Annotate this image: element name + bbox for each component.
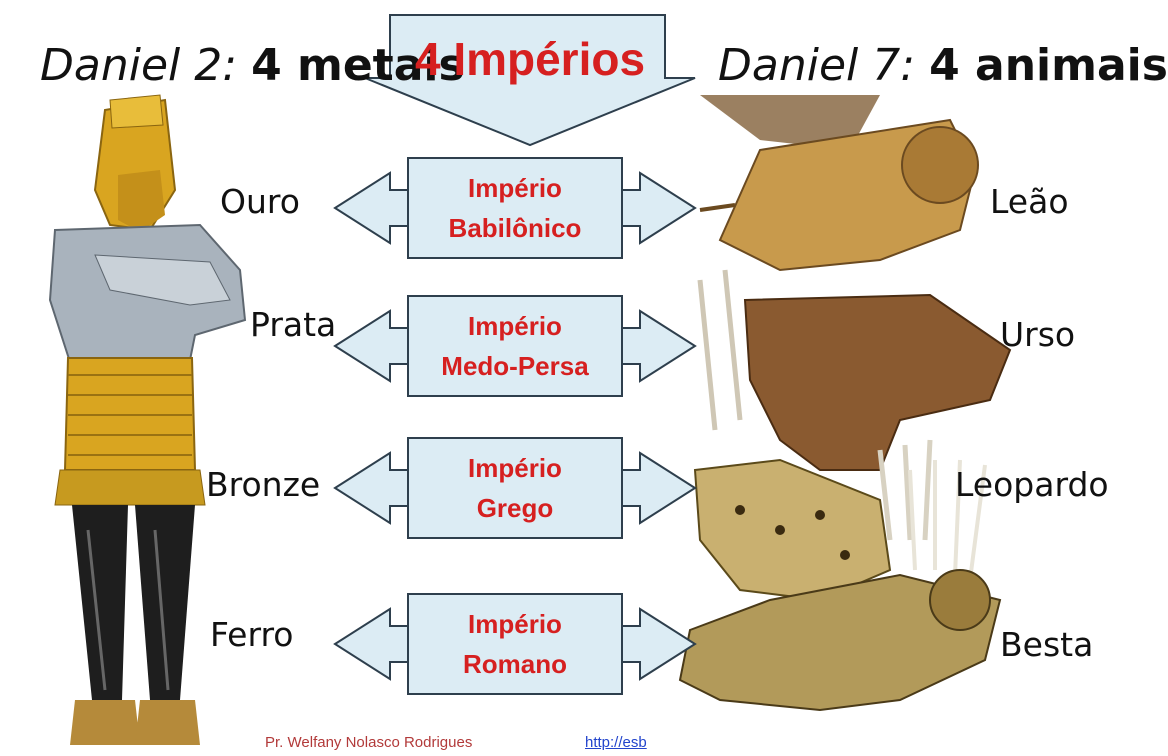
empire-box-frame: [407, 295, 623, 397]
arrows-layer: [333, 14, 697, 695]
metal-label: Prata: [250, 305, 337, 344]
animal-label: Besta: [1000, 625, 1094, 664]
down-arrow: [364, 14, 696, 147]
empire-box-frame: [407, 157, 623, 259]
empire-line2: Romano: [463, 649, 567, 679]
empire-line2: Babilônico: [448, 213, 582, 243]
central-title: 4 Impérios: [414, 33, 646, 85]
illustration-layer: [48, 94, 1012, 745]
animal-label: Leão: [990, 182, 1069, 221]
metal-label: Bronze: [206, 465, 321, 504]
heading-left-value: 4 metais: [251, 40, 465, 91]
metal-label: Ouro: [220, 182, 300, 221]
heading-daniel-7: Daniel 7: 4 animais: [718, 40, 1168, 91]
animal-label: Leopardo: [955, 465, 1109, 504]
empire-line1: Império: [468, 311, 562, 341]
heading-right-value: 4 animais: [929, 40, 1168, 91]
empire-line1: Império: [468, 609, 562, 639]
heading-left-label: Daniel 2:: [40, 40, 238, 91]
empire-line2: Grego: [476, 493, 554, 523]
empire-box-frame: [407, 593, 623, 695]
heading-right-label: Daniel 7:: [718, 40, 916, 91]
statue-image: [48, 94, 247, 745]
heading-daniel-2: Daniel 2: 4 metais: [40, 40, 465, 91]
empire-line1: Império: [468, 173, 562, 203]
empire-box: Império Grego: [400, 448, 630, 528]
author-credit: Pr. Welfany Nolasco Rodrigues: [265, 734, 473, 751]
source-link[interactable]: http://esb: [585, 734, 647, 751]
empire-box-frame: [407, 437, 623, 539]
metal-label: Ferro: [210, 615, 294, 654]
animal-label: Urso: [1000, 315, 1076, 354]
empire-box: Império Romano: [400, 604, 630, 684]
empire-line1: Império: [468, 453, 562, 483]
beasts-image: [678, 95, 1012, 712]
empire-box: Império Babilônico: [400, 168, 630, 248]
empire-line2: Medo-Persa: [441, 351, 589, 381]
empire-box: Império Medo-Persa: [400, 306, 630, 386]
